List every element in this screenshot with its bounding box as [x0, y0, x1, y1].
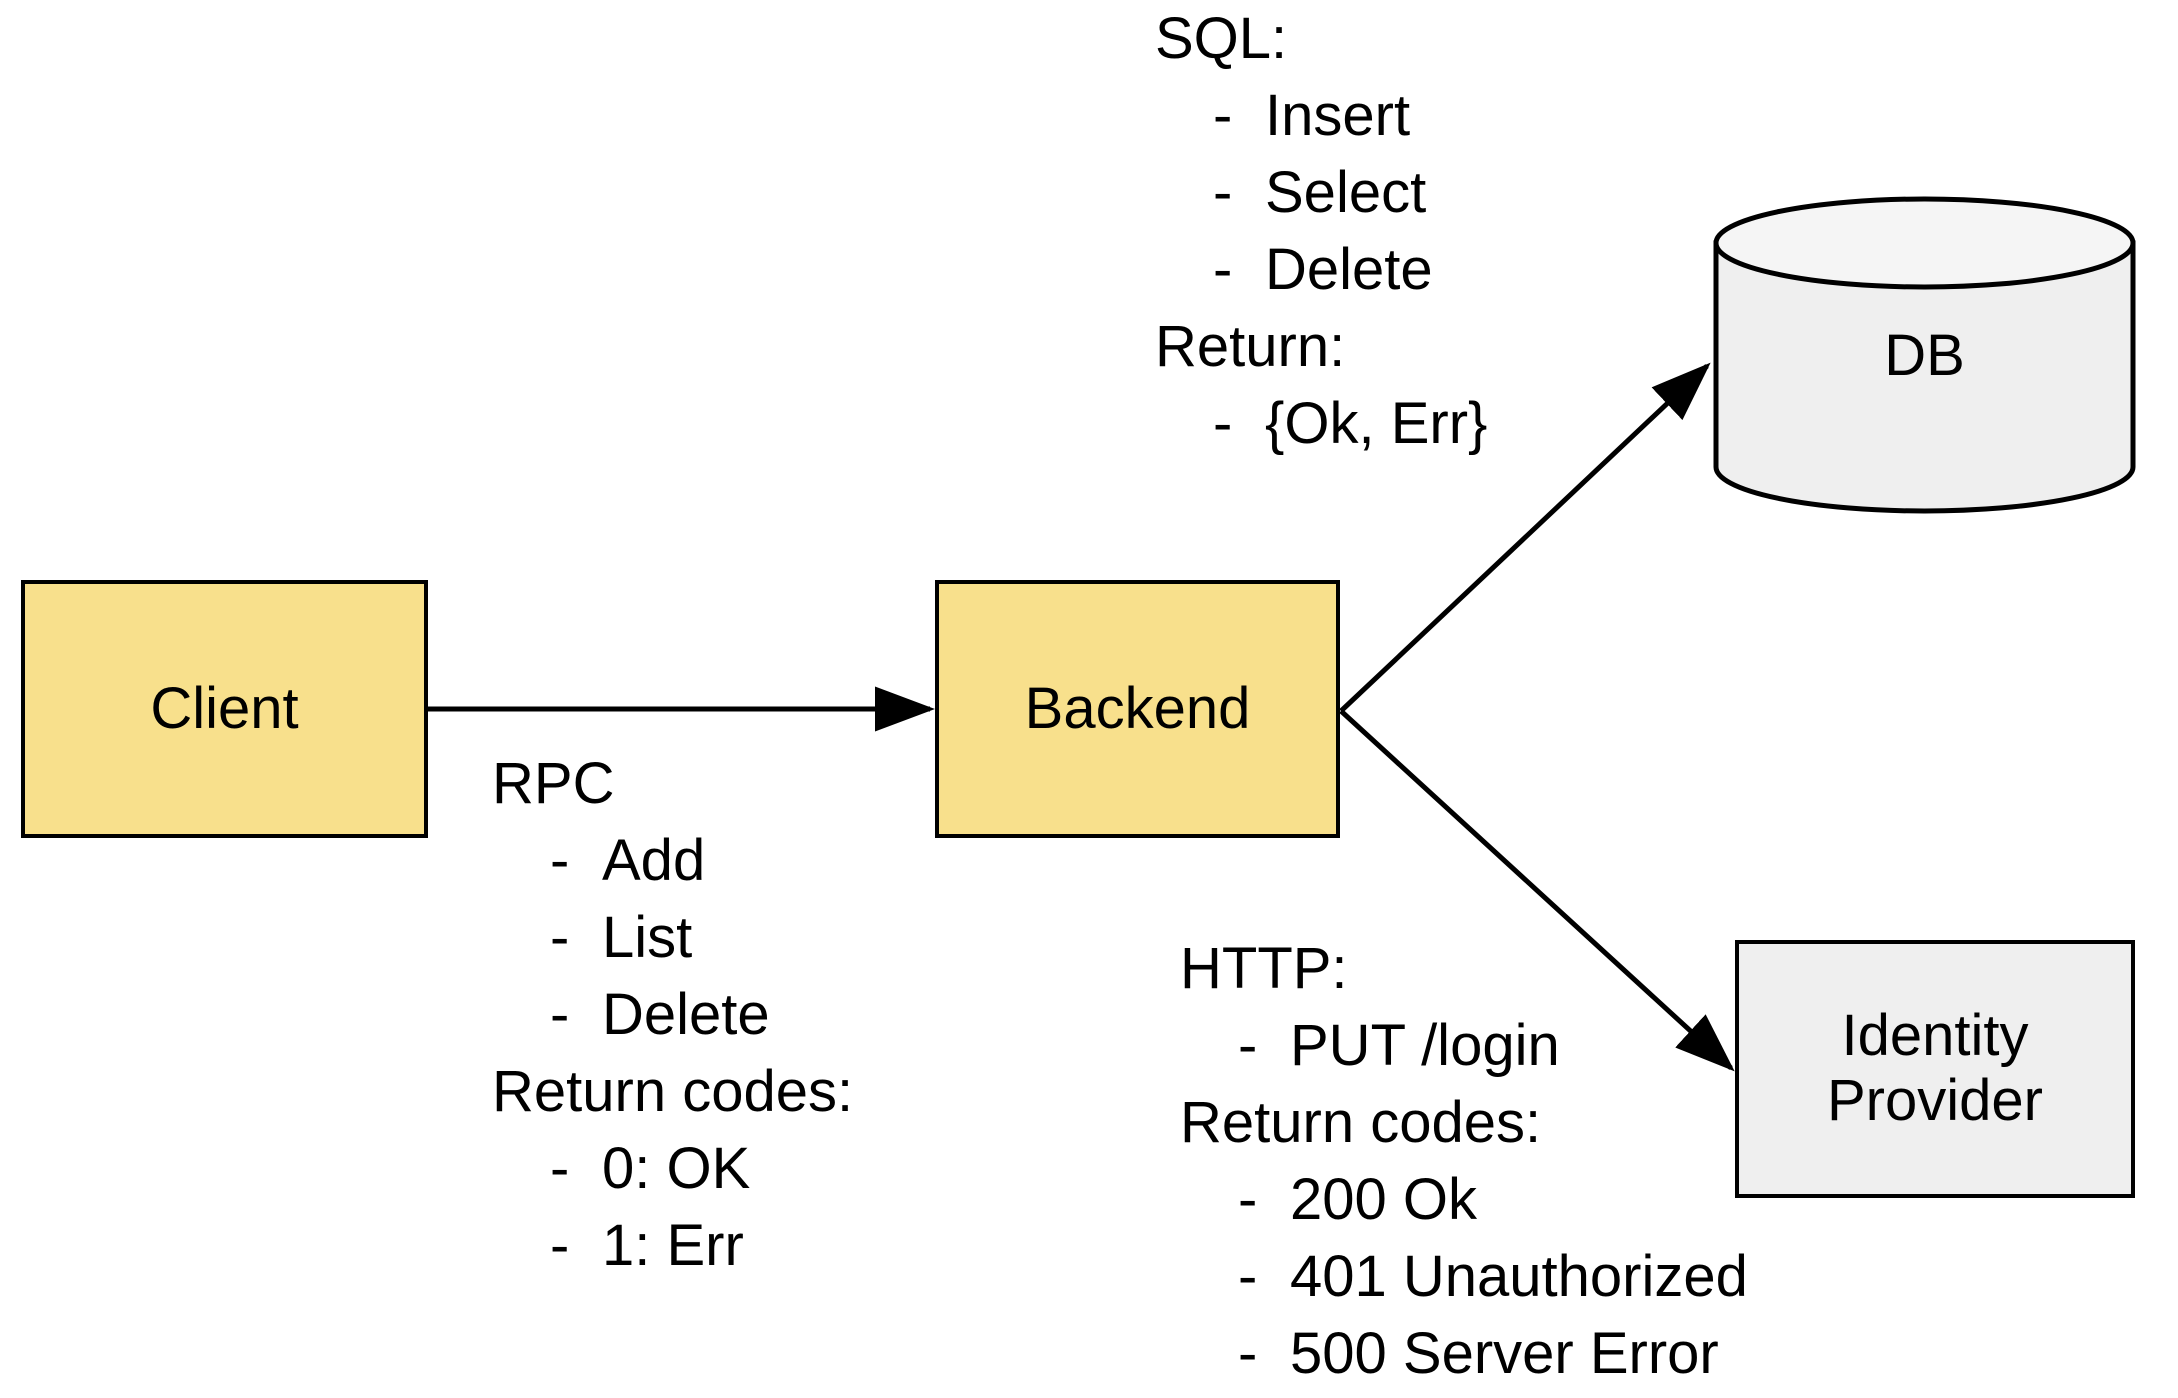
annotation-rpc-item: -Delete	[492, 976, 853, 1053]
annotation-http-item-label: PUT /login	[1290, 1013, 1560, 1078]
annotation-http-return-item: -500 Server Error	[1180, 1315, 1748, 1392]
annotation-http-return-item-label: 200 Ok	[1290, 1167, 1477, 1232]
bullet-dash-icon: -	[1213, 83, 1233, 148]
annotation-rpc-return-item: -1: Err	[492, 1207, 853, 1284]
bullet-dash-icon: -	[550, 1136, 570, 1201]
annotation-http-return-item-label: 401 Unauthorized	[1290, 1244, 1748, 1309]
node-backend-label: Backend	[1024, 675, 1251, 741]
annotation-http-return-item: -200 Ok	[1180, 1161, 1748, 1238]
annotation-sql-item-label: Delete	[1265, 237, 1433, 302]
node-identity-provider-label-line1: Identity	[1841, 1003, 2029, 1069]
annotation-http-item: -PUT /login	[1180, 1007, 1748, 1084]
annotation-http: HTTP: -PUT /login Return codes: -200 Ok …	[1180, 930, 1748, 1392]
annotation-http-return-item: -401 Unauthorized	[1180, 1238, 1748, 1315]
bullet-dash-icon: -	[1213, 160, 1233, 225]
bullet-dash-icon: -	[550, 1213, 570, 1278]
node-identity-provider-label-line2: Provider	[1827, 1068, 2043, 1133]
node-client[interactable]: Client	[21, 580, 428, 838]
bullet-dash-icon: -	[1238, 1167, 1258, 1232]
database-cylinder-icon	[1713, 196, 2136, 514]
annotation-sql-item: -Select	[1155, 154, 1487, 231]
node-db[interactable]: DB	[1712, 195, 2137, 515]
annotation-sql-item: -Insert	[1155, 77, 1487, 154]
node-backend[interactable]: Backend	[935, 580, 1340, 838]
bullet-dash-icon: -	[1213, 237, 1233, 302]
annotation-rpc-return-heading: Return codes:	[492, 1059, 854, 1124]
bullet-dash-icon: -	[550, 828, 570, 893]
annotation-sql-return-item: -{Ok, Err}	[1155, 385, 1487, 462]
node-identity-provider[interactable]: Identity Provider	[1735, 940, 2135, 1198]
annotation-rpc-item: -Add	[492, 822, 853, 899]
bullet-dash-icon: -	[550, 905, 570, 970]
annotation-rpc-item-label: Add	[602, 828, 706, 893]
bullet-dash-icon: -	[1238, 1321, 1258, 1386]
bullet-dash-icon: -	[1238, 1013, 1258, 1078]
annotation-sql-item: -Delete	[1155, 231, 1487, 308]
bullet-dash-icon: -	[1213, 391, 1233, 456]
annotation-rpc-return-item-label: 1: Err	[602, 1213, 744, 1278]
annotation-rpc-return-item-label: 0: OK	[602, 1136, 751, 1201]
annotation-sql-return-item-label: {Ok, Err}	[1265, 391, 1488, 456]
annotation-sql-return-heading: Return:	[1155, 314, 1346, 379]
annotation-http-return-heading: Return codes:	[1180, 1090, 1542, 1155]
annotation-rpc-item: -List	[492, 899, 853, 976]
annotation-sql-heading: SQL:	[1155, 6, 1288, 71]
node-db-label: DB	[1884, 322, 1965, 388]
annotation-sql-item-label: Select	[1265, 160, 1427, 225]
annotation-rpc: RPC -Add -List -Delete Return codes: -0:…	[492, 745, 853, 1284]
annotation-rpc-return-item: -0: OK	[492, 1130, 853, 1207]
annotation-rpc-heading: RPC	[492, 751, 615, 816]
node-client-label: Client	[150, 675, 299, 741]
bullet-dash-icon: -	[1238, 1244, 1258, 1309]
annotation-http-return-item-label: 500 Server Error	[1290, 1321, 1719, 1386]
annotation-sql-item-label: Insert	[1265, 83, 1411, 148]
annotation-rpc-item-label: List	[602, 905, 693, 970]
annotation-http-heading: HTTP:	[1180, 936, 1348, 1001]
node-identity-provider-label: Identity Provider	[1827, 1003, 2043, 1134]
bullet-dash-icon: -	[550, 982, 570, 1047]
annotation-sql: SQL: -Insert -Select -Delete Return: -{O…	[1155, 0, 1487, 462]
annotation-rpc-item-label: Delete	[602, 982, 770, 1047]
